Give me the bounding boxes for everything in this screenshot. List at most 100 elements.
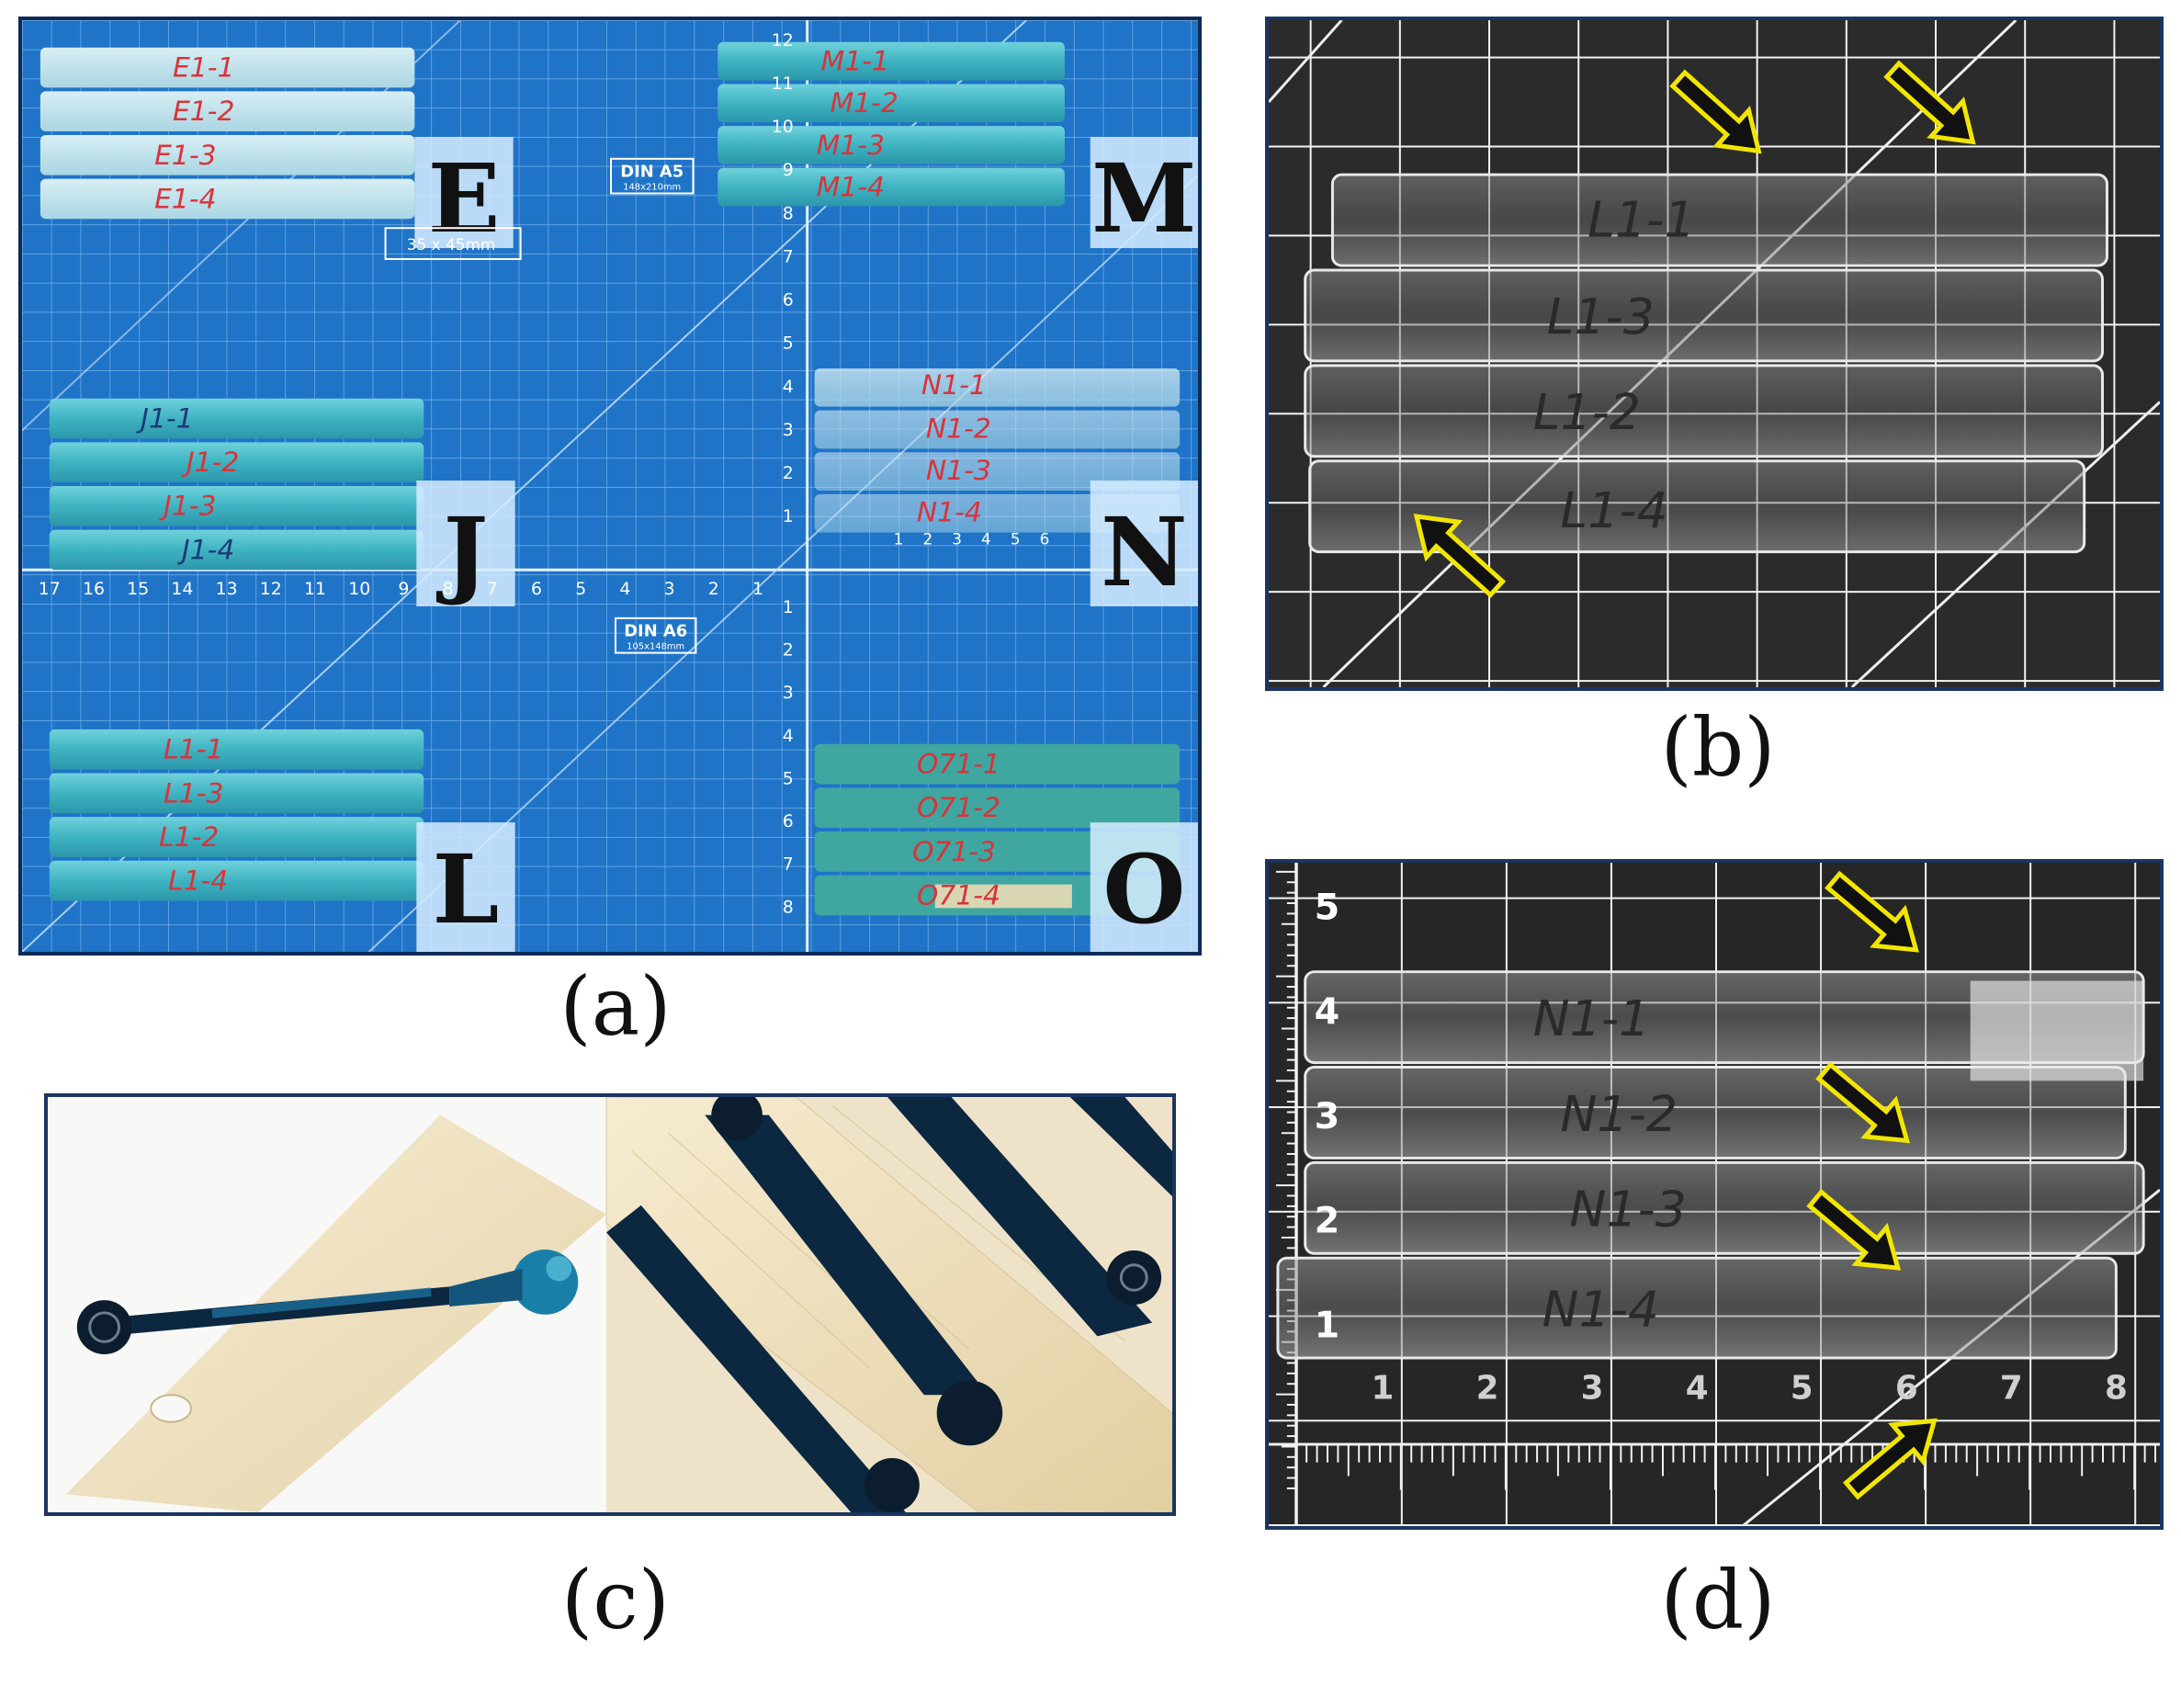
label-e1-3: E1-3: [154, 140, 216, 172]
arrow-icon: [1883, 60, 1976, 145]
ruler-number: 4: [783, 377, 794, 397]
arrow-icon: [1413, 514, 1507, 599]
label-n1-2: N1-2: [926, 413, 991, 445]
mat-din-a6-size: 105x148mm: [627, 642, 684, 652]
printed-specimens-photo: [48, 1097, 1172, 1512]
ruler-number: 1: [752, 579, 763, 599]
ruler-number: 8: [443, 579, 454, 599]
label-m1-1: M1-1: [821, 46, 889, 78]
ruler-number: 12: [260, 579, 282, 599]
panel-c-photo: [44, 1093, 1176, 1516]
ruler-number: 11: [772, 74, 794, 94]
label-b-l1-1: L1-1: [1588, 190, 1695, 248]
defect-arrows-d: [1806, 870, 1938, 1500]
ruler-number: 15: [127, 579, 149, 599]
label-o71-3: O71-3: [912, 836, 996, 868]
ruler-number: 5: [1315, 886, 1340, 928]
ruler-number: 4: [981, 530, 991, 549]
mold-channels: [606, 1097, 1172, 1512]
ruler-number: 10: [772, 117, 794, 137]
dumbbell-specimen: [76, 1250, 579, 1355]
caption-c: (c): [561, 1553, 670, 1647]
label-d-n1-3: N1-3: [1569, 1181, 1687, 1239]
panel-a-photo: E1-1 E1-2 E1-3 E1-4 M1-1 M1-2 M1-3 M1-4 …: [18, 17, 1202, 956]
cutting-mat-photo: E1-1 E1-2 E1-3 E1-4 M1-1 M1-2 M1-3 M1-4 …: [22, 20, 1198, 952]
label-j1-4: J1-4: [177, 534, 234, 566]
label-n1-4: N1-4: [917, 497, 982, 529]
ruler-number: 8: [2105, 1370, 2128, 1408]
l-samples-photo: L1-1 L1-3 L1-2 L1-4: [1269, 20, 2160, 687]
label-m1-2: M1-2: [831, 87, 898, 119]
ruler-number: 5: [783, 768, 794, 788]
ruler-number: 7: [783, 854, 794, 875]
mat-din-a5: DIN A5: [620, 163, 684, 182]
ruler-number: 13: [216, 579, 238, 599]
label-m1-3: M1-3: [817, 130, 885, 162]
label-j1-1: J1-1: [136, 403, 193, 435]
ruler-number: 7: [487, 579, 498, 599]
label-l1-4: L1-4: [168, 865, 228, 898]
label-m1-4: M1-4: [817, 172, 885, 204]
ruler-number: 4: [1686, 1370, 1709, 1408]
ruler-number: 1: [783, 597, 794, 617]
ruler-number: 7: [2000, 1370, 2023, 1408]
arrow-icon: [1806, 1188, 1902, 1271]
label-l1-3: L1-3: [164, 777, 223, 809]
ruler-number: 6: [1895, 1370, 1918, 1408]
ruler-number: 9: [398, 579, 409, 599]
ruler-number: 5: [783, 334, 794, 354]
label-e1-4: E1-4: [154, 183, 216, 215]
defect-arrows-b: [1413, 60, 1976, 599]
ruler-number: 6: [783, 811, 794, 831]
caption-d: (d): [1660, 1553, 1776, 1647]
label-o71-4: O71-4: [917, 879, 1000, 911]
label-e1-2: E1-2: [173, 96, 234, 128]
group-letter-l: L: [433, 834, 500, 945]
label-b-l1-3: L1-3: [1547, 288, 1655, 345]
group-letter-m: M: [1091, 143, 1196, 255]
sample-group-m: [718, 41, 1065, 207]
ruler-number: 3: [1315, 1095, 1340, 1137]
arrow-icon: [1669, 69, 1762, 154]
ruler-number: 14: [171, 579, 193, 599]
group-letter-o: O: [1102, 834, 1185, 945]
ruler-number: 6: [783, 290, 794, 311]
arrow-icon: [1815, 1061, 1911, 1144]
label-b-l1-4: L1-4: [1560, 481, 1667, 539]
ruler-number: 3: [783, 420, 794, 440]
sample-group-j: [49, 398, 424, 571]
ruler-number: 17: [39, 579, 61, 599]
ruler-number: 2: [708, 579, 719, 599]
sample-group-o: [814, 743, 1181, 916]
ruler-number: 3: [664, 579, 675, 599]
ruler-number: 8: [783, 203, 794, 223]
ruler-number: 5: [1791, 1370, 1814, 1408]
group-letter-e: E: [428, 143, 501, 255]
label-d-n1-4: N1-4: [1543, 1280, 1660, 1338]
group-letter-j: J: [436, 497, 489, 608]
ruler-number: 5: [1011, 530, 1021, 549]
caption-b: (b): [1660, 700, 1776, 795]
caption-a: (a): [559, 959, 672, 1054]
ruler-number: 1: [783, 506, 794, 526]
sample-group-l: [49, 729, 424, 901]
ruler-number: 3: [783, 683, 794, 703]
ruler-number: 3: [952, 530, 962, 549]
label-l1-1: L1-1: [164, 734, 223, 766]
arrow-icon: [1842, 1418, 1938, 1500]
ruler-number: 2: [783, 640, 794, 661]
ruler-number: 2: [1476, 1370, 1499, 1408]
ruler-number: 6: [531, 579, 542, 599]
ruler-number: 7: [783, 246, 794, 266]
ruler-number: 8: [783, 897, 794, 917]
ruler-number: 1: [1372, 1370, 1395, 1408]
ruler-number: 2: [1315, 1200, 1340, 1242]
ruler-number: 2: [783, 463, 794, 483]
ruler-number: 16: [83, 579, 105, 599]
